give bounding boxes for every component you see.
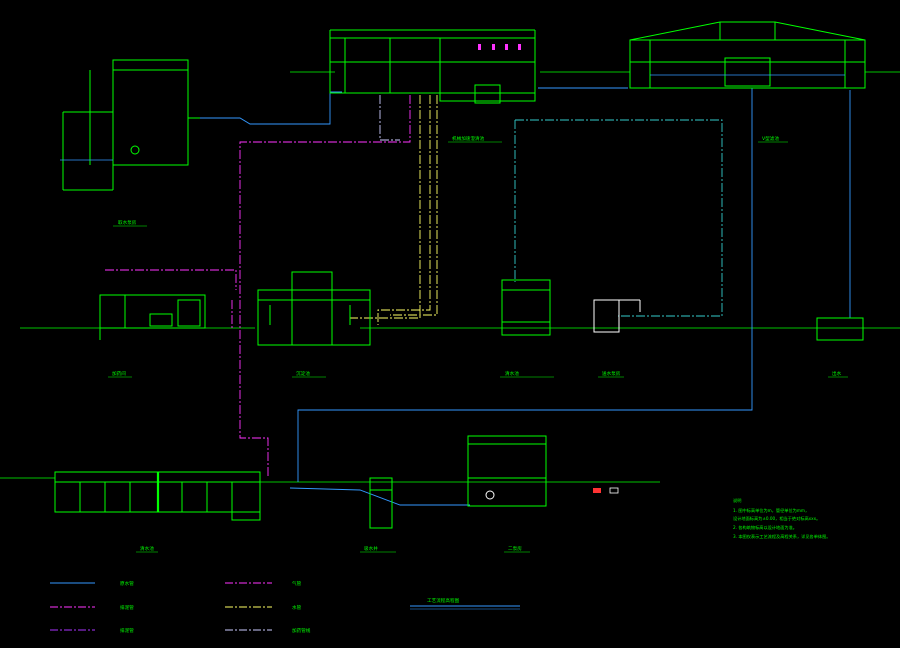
clear-well-building	[501, 279, 551, 336]
notes-line-2: 设计地面标高为±0.00，相当于绝对标高xxx。	[733, 515, 820, 522]
notes-line-1: 1. 图中标高单位为m，管径单位为mm，	[733, 507, 809, 514]
notes-line-3: 2. 各构筑物标高以设计地面为准。	[733, 524, 797, 531]
svg-text:加药管线: 加药管线	[292, 627, 311, 634]
outlet-label: 出水	[832, 370, 842, 377]
small-well	[369, 477, 393, 529]
diagram-title-block: 工艺流程高程图	[410, 597, 520, 610]
legend-item: 气管	[225, 580, 302, 587]
svg-text:水管: 水管	[292, 604, 302, 611]
intake-pump-house-label: 取水泵房	[118, 219, 137, 226]
svg-text:气管: 气管	[292, 580, 302, 587]
valve-symbol	[593, 487, 619, 494]
chemical-pipes	[379, 95, 400, 141]
legend: 原水管 排泥管 排泥管 气管 水管 加药管线	[50, 580, 311, 634]
svg-text:排泥管: 排泥管	[120, 604, 134, 611]
legend-item: 排泥管	[50, 604, 134, 611]
clarifier-filter-media	[478, 44, 521, 50]
chemical-house	[99, 294, 206, 340]
sedimentation-building	[257, 271, 371, 346]
dosing-building-label: 二泵房	[508, 545, 522, 552]
small-well-label: 吸水井	[364, 545, 378, 552]
clarifier-hall	[329, 29, 536, 104]
long-tank-label: 清水池	[140, 545, 154, 552]
legend-item: 原水管	[50, 580, 134, 587]
pump-room-label: 送水泵房	[602, 370, 621, 377]
pump-room	[593, 299, 641, 333]
legend-item: 水管	[225, 604, 302, 611]
reclaimed-pipes	[514, 119, 723, 317]
air-pipes	[350, 95, 438, 325]
intake-pump-house	[60, 59, 200, 191]
notes-block: 说明 1. 图中标高单位为m，管径单位为mm， 设计地面标高为±0.00，相当于…	[733, 497, 830, 540]
v-filter-building-label: V型滤池	[762, 135, 779, 142]
long-tank	[54, 471, 261, 521]
notes-heading: 说明	[733, 497, 741, 504]
svg-text:原水管: 原水管	[120, 580, 134, 587]
svg-text:排泥管: 排泥管	[120, 627, 134, 634]
sedimentation-label: 沉淀池	[296, 370, 310, 377]
clarifier-hall-label: 机械加速澄清池	[452, 135, 485, 142]
clear-well-label: 清水池	[505, 370, 519, 377]
notes-line-4: 3. 本图仅表示工艺流程及高程关系，详见各单体图。	[733, 533, 830, 540]
sludge-pipes	[105, 95, 411, 478]
raw-water-pipes	[190, 87, 851, 506]
chemical-house-label: 加药间	[112, 370, 126, 377]
v-filter-building	[629, 21, 866, 89]
legend-item: 加药管线	[225, 627, 311, 634]
legend-item: 排泥管	[50, 627, 134, 634]
diagram-title: 工艺流程高程图	[427, 597, 460, 604]
outlet-box	[816, 317, 864, 341]
dosing-building	[467, 435, 547, 507]
